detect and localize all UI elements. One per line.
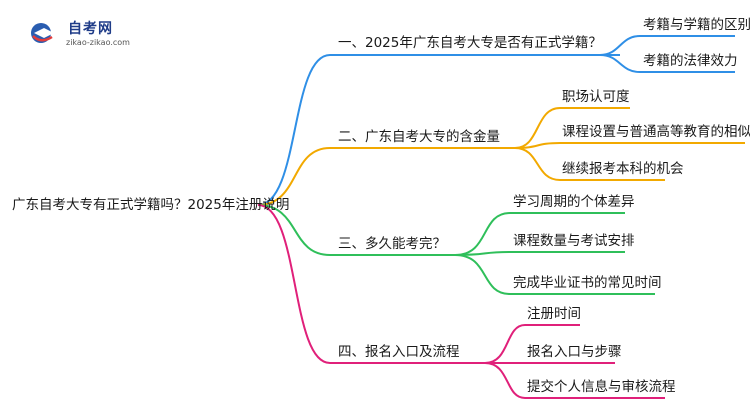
connector-branch-2-child-3 <box>514 147 665 181</box>
connector-branch-3 <box>257 204 455 256</box>
branch-1-child-1: 考籍与学籍的区别 <box>643 17 750 33</box>
graduation-cap-icon <box>31 23 54 43</box>
connector-branch-3-child-2 <box>454 251 625 256</box>
site-logo: 自考网 zikao-zikao.com <box>30 18 150 52</box>
connector-branch-1 <box>257 54 620 206</box>
branch-4-label: 四、报名入口及流程 <box>338 344 460 360</box>
connector-branch-4-child-3 <box>484 362 665 399</box>
branch-2-child-2: 课程设置与普通高等教育的相似性 <box>562 124 750 140</box>
branch-3-child-3: 完成毕业证书的常见时间 <box>513 275 662 291</box>
branch-4-child-3: 提交个人信息与审核流程 <box>527 379 676 395</box>
branch-1-child-2: 考籍的法律效力 <box>643 53 738 69</box>
branch-2-child-1: 职场认可度 <box>562 89 630 105</box>
branch-4-child-1: 注册时间 <box>527 306 581 322</box>
branch-1-label: 一、2025年广东自考大专是否有正式学籍？ <box>338 35 602 51</box>
connector-branch-4 <box>257 204 485 364</box>
logo-title: 自考网 <box>68 21 113 37</box>
connector-branch-2-child-1 <box>514 107 630 149</box>
connector-branch-1-child-2 <box>599 54 735 73</box>
connector-branch-4-child-1 <box>484 324 580 364</box>
branch-3-child-2: 课程数量与考试安排 <box>513 233 635 249</box>
connector-branch-1-child-1 <box>599 35 735 56</box>
connector-branch-2-child-2 <box>514 142 745 149</box>
connector-branch-3-child-1 <box>454 212 625 256</box>
branch-2-label: 二、广东自考大专的含金量 <box>338 129 500 145</box>
connector-branch-3-child-3 <box>454 254 655 295</box>
branch-3-label: 三、多久能考完？ <box>338 236 446 252</box>
branch-4-child-2: 报名入口与步骤 <box>527 344 622 360</box>
branch-3-child-1: 学习周期的个体差异 <box>513 194 635 210</box>
connector-branch-2 <box>257 147 520 206</box>
branch-2-child-3: 继续报考本科的机会 <box>562 161 684 177</box>
root-topic: 广东自考大专有正式学籍吗？2025年注册说明 <box>12 197 290 213</box>
logo-subtitle: zikao-zikao.com <box>66 38 130 47</box>
